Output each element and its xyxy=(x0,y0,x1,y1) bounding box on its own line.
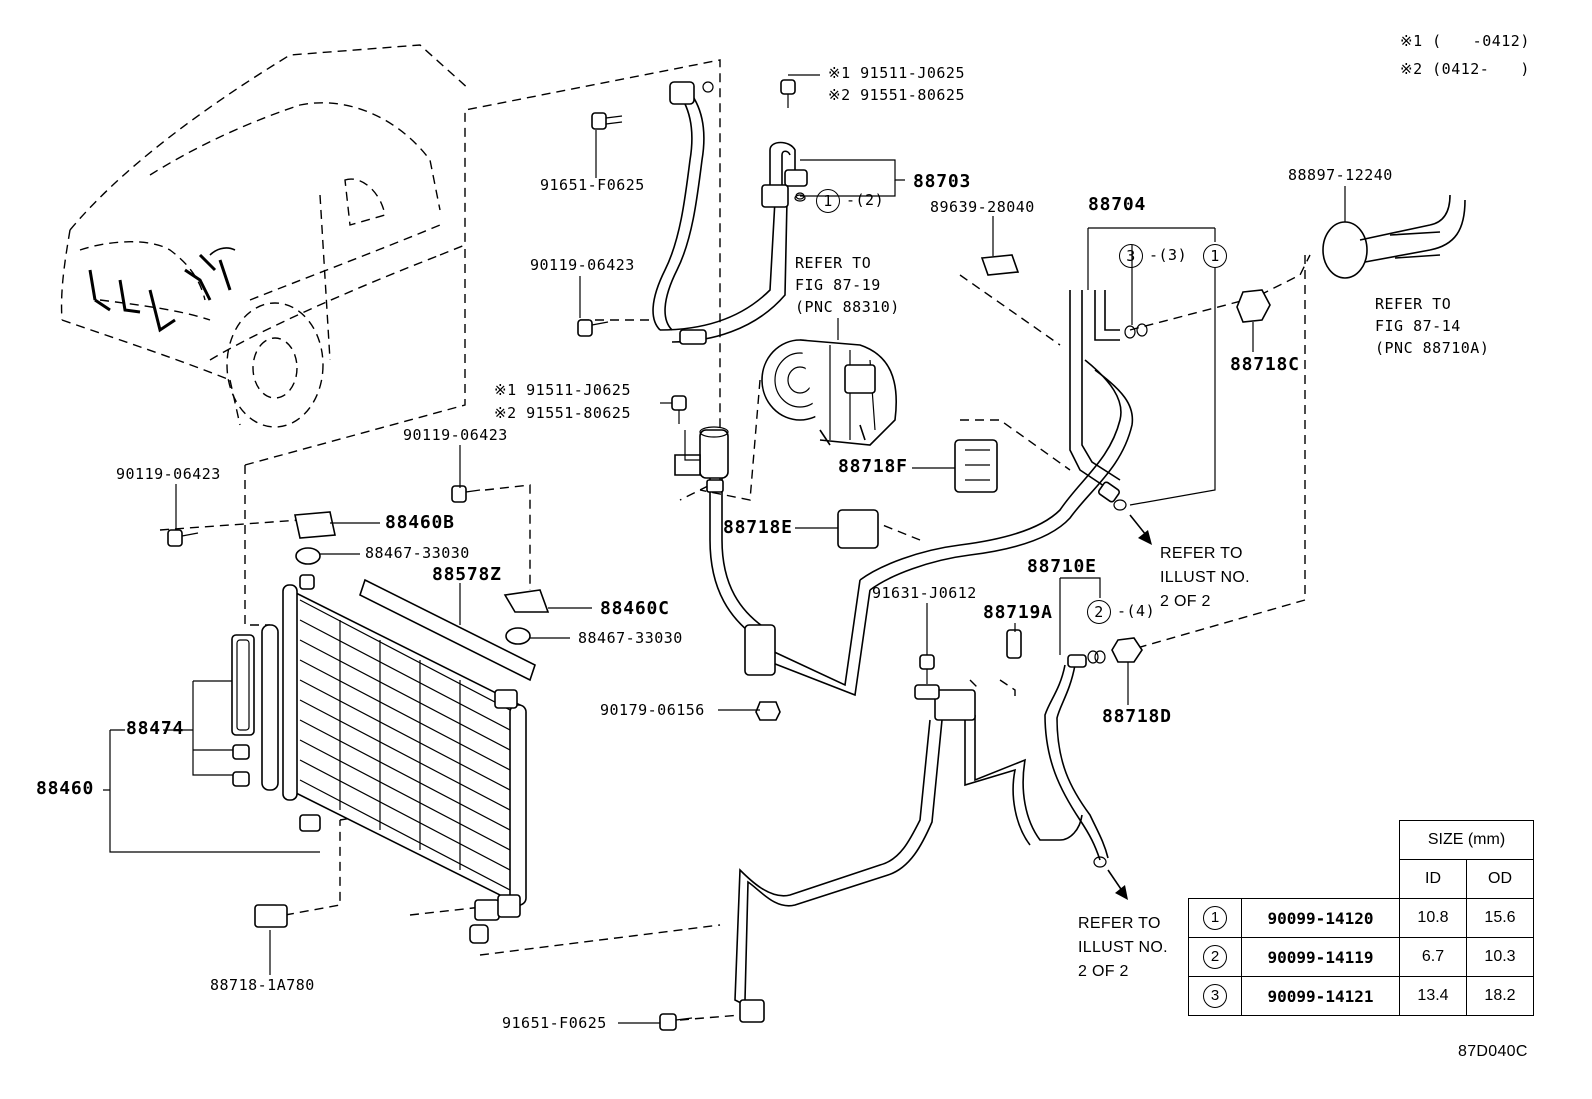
size-table-col-id: ID xyxy=(1399,859,1467,899)
part-label-88710E: 88710E xyxy=(1027,556,1097,577)
legend-note-1: ※1 ( -0412) xyxy=(1400,32,1530,50)
refer-fig-87-14-line3: (PNC 88710A) xyxy=(1375,339,1490,357)
size-table-od: 18.2 xyxy=(1466,976,1534,1016)
part-label-88718F: 88718F xyxy=(838,456,908,477)
part-label-bolt-top-1: ※1 91511-J0625 xyxy=(828,64,965,82)
size-table-id: 6.7 xyxy=(1399,937,1467,977)
part-label-88704: 88704 xyxy=(1088,194,1147,215)
part-label-88704-circle1: 1 xyxy=(1203,244,1227,268)
refer-fig-87-14-line1: REFER TO xyxy=(1375,295,1452,313)
part-label-88474: 88474 xyxy=(126,718,185,739)
size-table-ref: 2 xyxy=(1203,945,1227,969)
part-label-88897: 88897-12240 xyxy=(1288,166,1393,184)
part-label-90119-b: 90119-06423 xyxy=(403,426,508,444)
part-label-91651-top: 91651-F0625 xyxy=(540,176,645,194)
part-label-88704-oring: -(3) xyxy=(1149,246,1188,264)
part-label-88718-1A780: 88718-1A780 xyxy=(210,976,315,994)
refer-illust-b-line2: ILLUST NO. xyxy=(1078,939,1168,956)
size-table-od: 10.3 xyxy=(1466,937,1534,977)
compressor xyxy=(761,339,897,446)
pipe-88710E xyxy=(734,650,1109,1023)
size-table-row: 2 90099-14119 6.7 10.3 xyxy=(1188,937,1534,977)
part-label-91651-bottom: 91651-F0625 xyxy=(502,1014,607,1032)
part-label-88703-oring: -(2) xyxy=(846,191,885,209)
size-table-ref: 1 xyxy=(1203,906,1227,930)
part-label-88467-b: 88467-33030 xyxy=(578,629,683,647)
part-label-88710E-oring: -(4) xyxy=(1117,602,1156,620)
refer-illust-a-line2: ILLUST NO. xyxy=(1160,569,1250,586)
part-label-bolt-mid-2: ※2 91551-80625 xyxy=(494,404,631,422)
part-label-89639: 89639-28040 xyxy=(930,198,1035,216)
small-parts xyxy=(167,79,1466,1031)
part-label-88710E-circle: 2 xyxy=(1087,600,1111,624)
part-label-88467-a: 88467-33030 xyxy=(365,544,470,562)
figure-code: 87D040C xyxy=(1458,1043,1528,1060)
part-label-bolt-mid-1: ※1 91511-J0625 xyxy=(494,381,631,399)
refer-illust-b-line1: REFER TO xyxy=(1078,915,1161,932)
part-label-88704-circle3: 3 xyxy=(1119,244,1143,268)
part-label-88578Z: 88578Z xyxy=(432,564,502,585)
part-label-bolt-top-2: ※2 91551-80625 xyxy=(828,86,965,104)
part-label-88703-circle: 1 xyxy=(816,189,840,213)
leader-lines xyxy=(103,74,1346,1024)
size-table-id: 10.8 xyxy=(1399,898,1467,938)
refer-fig-87-14-line2: FIG 87-14 xyxy=(1375,317,1461,335)
o-ring-size-table: SIZE (mm) ID OD 1 90099-14120 10.8 15.6 … xyxy=(1188,820,1534,1016)
part-label-90119-c: 90119-06423 xyxy=(116,465,221,483)
size-table-part: 90099-14120 xyxy=(1241,898,1400,938)
vehicle-sketch xyxy=(60,44,471,428)
legend-note-2: ※2 (0412- ) xyxy=(1400,60,1530,78)
refer-illust-a-line1: REFER TO xyxy=(1160,545,1243,562)
discharge-hose xyxy=(652,81,808,345)
part-label-90179: 90179-06156 xyxy=(600,701,705,719)
part-label-90119-a: 90119-06423 xyxy=(530,256,635,274)
refer-illust-b-line3: 2 OF 2 xyxy=(1078,963,1129,980)
part-label-88460C: 88460C xyxy=(600,598,670,619)
liquid-tube-left xyxy=(674,426,776,676)
size-table-col-od: OD xyxy=(1466,859,1534,899)
part-label-88718D: 88718D xyxy=(1102,706,1172,727)
part-label-88718E: 88718E xyxy=(723,517,793,538)
refer-fig-87-19-line3: (PNC 88310) xyxy=(795,298,900,316)
size-table-ref: 3 xyxy=(1203,984,1227,1008)
part-label-91631: 91631-J0612 xyxy=(872,584,977,602)
part-label-88703: 88703 xyxy=(913,171,972,192)
suction-hose xyxy=(764,290,1148,697)
reference-lines xyxy=(159,59,1311,1021)
part-label-88460: 88460 xyxy=(36,778,95,799)
refer-illust-a-line3: 2 OF 2 xyxy=(1160,593,1211,610)
size-table-part: 90099-14121 xyxy=(1241,976,1400,1016)
condenser xyxy=(231,574,536,944)
size-table-id: 13.4 xyxy=(1399,976,1467,1016)
refer-fig-87-19-line2: FIG 87-19 xyxy=(795,276,881,294)
size-table-header: SIZE (mm) xyxy=(1399,820,1534,860)
size-table-part: 90099-14119 xyxy=(1241,937,1400,977)
size-table-row: 1 90099-14120 10.8 15.6 xyxy=(1188,898,1534,938)
refer-fig-87-19-line1: REFER TO xyxy=(795,254,872,272)
part-label-88460B: 88460B xyxy=(385,512,455,533)
part-label-88718C: 88718C xyxy=(1230,354,1300,375)
part-label-88719A: 88719A xyxy=(983,602,1053,623)
size-table-od: 15.6 xyxy=(1466,898,1534,938)
size-table-row: 3 90099-14121 13.4 18.2 xyxy=(1188,976,1534,1016)
